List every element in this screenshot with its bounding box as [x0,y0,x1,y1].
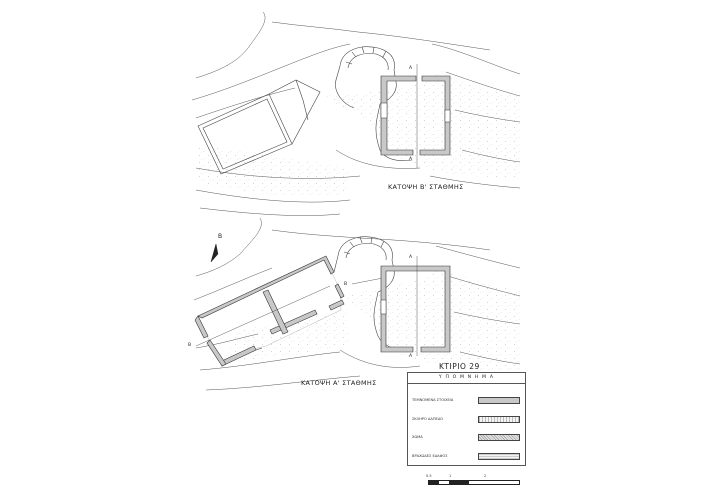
upper-stair-tower [335,46,413,161]
section-b-marker-left: Β [188,343,192,348]
lower-section-marker-top: Α [409,255,413,260]
upper-terrain-contours [191,11,521,216]
scale-label-0-5: 0.5 [426,474,432,478]
upper-courtyard [197,79,321,175]
scale-label-2: 2 [484,474,487,478]
upper-building [380,64,451,168]
legend-item: ΧΩΜΑ [412,434,522,442]
legend-item-label: ΒΡΑΧΩΔΕΣ ΕΔΑΦΟΣ [412,454,448,458]
lower-building [380,256,451,356]
scale-bar [428,480,520,485]
lower-plan [193,217,521,391]
lower-section-marker-bottom: Α [409,354,413,359]
upper-plan [191,11,521,216]
building-title: ΚΤΙΡΙΟ 29 [439,362,480,371]
lower-two-room-building [194,255,384,367]
legend-title: Υ Π Ο Μ Ν Η Μ Α [408,373,525,384]
section-b-marker-right: Β [344,282,348,287]
north-arrow-icon [210,243,219,263]
legend-swatch [478,397,520,404]
legend-item-label: ΣΚΛΗΡΟ ΔΑΠΕΔΟ [412,417,444,421]
lower-soil-stipple [226,266,520,372]
legend-box: Υ Π Ο Μ Ν Η Μ Α ΤΕΜΝΟΜΕΝΑ ΣΤΟΙΧΕΙΑ ΣΚΛΗΡ… [407,372,526,466]
scale-label-1: 1 [449,474,452,478]
legend-item-label: ΧΩΜΑ [412,435,423,439]
lower-plan-title: ΚΑΤΟΨΗ Α' ΣΤΑΘΜΗΣ [301,379,377,387]
upper-section-marker-bottom: Α [409,157,413,162]
legend-item-label: ΤΕΜΝΟΜΕΝΑ ΣΤΟΙΧΕΙΑ [412,398,454,402]
legend-item: ΒΡΑΧΩΔΕΣ ΕΔΑΦΟΣ [412,453,522,461]
upper-soil-stipple [196,70,520,198]
legend-swatch [478,416,520,423]
legend-item: ΤΕΜΝΟΜΕΝΑ ΣΤΟΙΧΕΙΑ [412,397,522,405]
legend-swatch [478,453,520,460]
north-label: Β [218,233,223,240]
upper-section-marker-top: Α [409,66,413,71]
upper-plan-title: ΚΑΤΟΨΗ Β' ΣΤΑΘΜΗΣ [388,183,464,191]
legend-swatch [478,434,520,441]
legend-item: ΣΚΛΗΡΟ ΔΑΠΕΔΟ [412,416,522,424]
